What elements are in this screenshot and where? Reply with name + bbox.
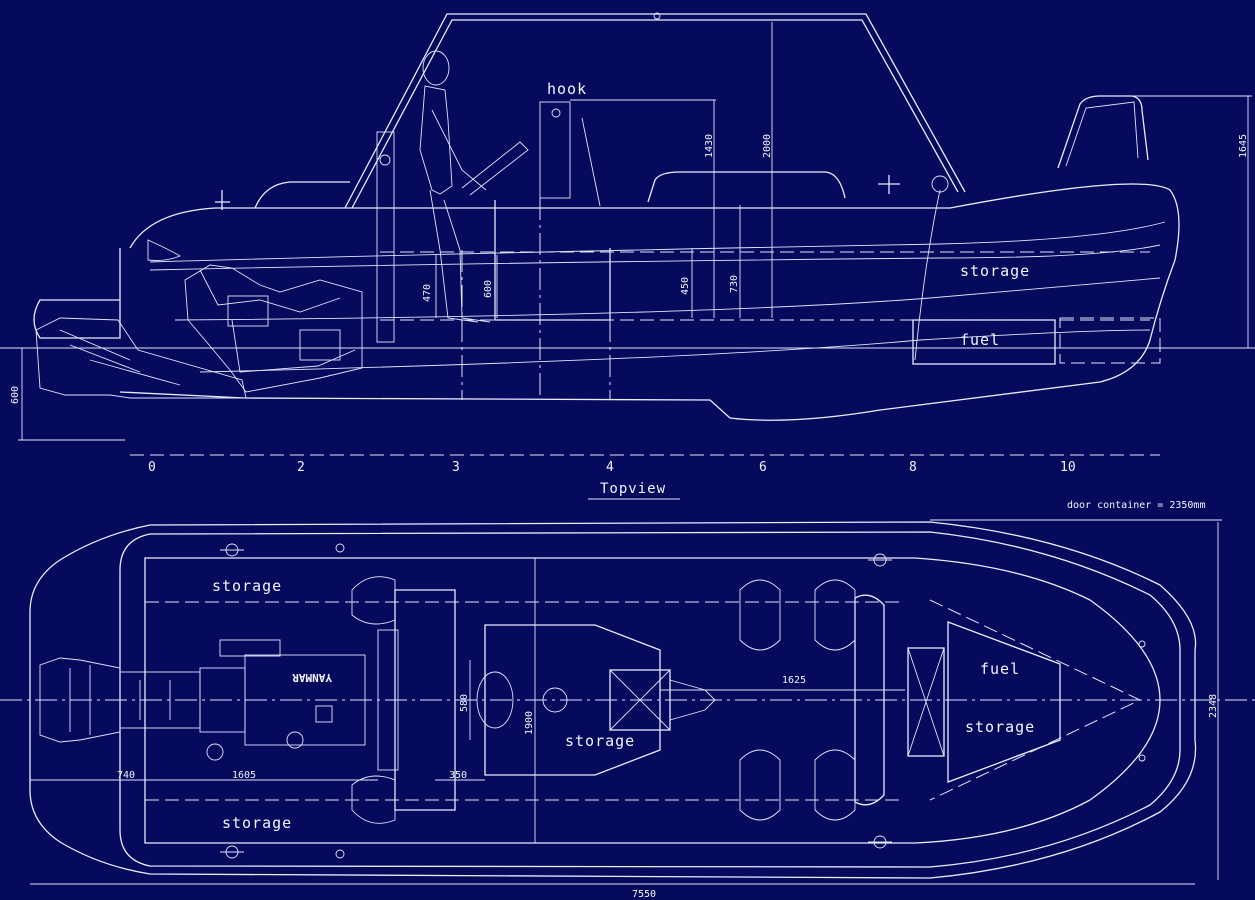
anchor-box bbox=[907, 647, 945, 757]
cushion-stern-top bbox=[351, 576, 396, 625]
fuel-tank-dashed bbox=[1059, 317, 1161, 364]
dim-470: 470 bbox=[422, 284, 433, 302]
cleat-stern bbox=[215, 190, 230, 210]
scale-tick-4: 4 bbox=[606, 460, 614, 475]
dim-7550: 7550 bbox=[632, 889, 656, 900]
fuel-label-side: fuel bbox=[960, 331, 1000, 349]
bow-locker bbox=[947, 621, 1061, 783]
cleats-top bbox=[220, 543, 1146, 859]
console bbox=[494, 200, 611, 321]
sheer-line bbox=[149, 221, 1166, 263]
side-view: hook storage fuel 1430 2000 1645 470 600… bbox=[0, 12, 1255, 475]
dim-1900: 1900 bbox=[524, 711, 535, 735]
hull-outline bbox=[119, 183, 1180, 421]
t-top-frame bbox=[344, 13, 966, 209]
console-hatch bbox=[609, 669, 671, 731]
bow-dashed bbox=[929, 599, 1142, 801]
seat-cushions bbox=[739, 579, 856, 821]
t-top-joint bbox=[653, 12, 661, 20]
outer-tube bbox=[29, 521, 1197, 879]
engine-brand: YANMAR bbox=[292, 671, 332, 684]
cleat-bow bbox=[878, 175, 900, 194]
stern-rail bbox=[254, 181, 350, 209]
scale-tick-0: 0 bbox=[148, 460, 156, 475]
hook-icon bbox=[551, 108, 561, 118]
storage-label-bow: storage bbox=[965, 718, 1035, 736]
dim-1625: 1625 bbox=[782, 675, 806, 686]
bulkhead-line bbox=[914, 189, 941, 361]
bow-fitting bbox=[931, 175, 949, 193]
dim-1605: 1605 bbox=[232, 770, 256, 781]
dim-600-left: 600 bbox=[10, 386, 21, 404]
dim-450: 450 bbox=[680, 277, 691, 295]
dim-580: 580 bbox=[459, 694, 470, 712]
windscreen bbox=[581, 117, 601, 207]
dim-740: 740 bbox=[117, 770, 135, 781]
scale-tick-8: 8 bbox=[909, 460, 917, 475]
scale-tick-6: 6 bbox=[759, 460, 767, 475]
chine-line bbox=[174, 277, 1161, 321]
console-top bbox=[484, 624, 661, 776]
outboard-engine bbox=[35, 264, 363, 399]
tube-end bbox=[147, 239, 182, 261]
dim-1645: 1645 bbox=[1238, 134, 1249, 158]
stern-tube bbox=[33, 248, 121, 339]
dim-730: 730 bbox=[729, 275, 740, 293]
console-nose bbox=[669, 679, 716, 721]
topview-title: Topview bbox=[600, 481, 666, 497]
scale-tick-3: 3 bbox=[452, 460, 460, 475]
hook-label: hook bbox=[547, 80, 587, 98]
seat-back bbox=[647, 171, 846, 203]
seat-back-top bbox=[377, 629, 399, 771]
door-container-note: door container = 2350mm bbox=[1067, 500, 1205, 511]
leg-bolt bbox=[379, 154, 391, 166]
console-hatch-cross bbox=[609, 669, 671, 731]
sheer-line-2 bbox=[149, 244, 1161, 271]
scale-tick-2: 2 bbox=[297, 460, 305, 475]
steering-wheel-top bbox=[542, 687, 568, 713]
bow-rail-inner bbox=[1065, 101, 1139, 167]
top-view: Topview door container = 2350mm bbox=[0, 481, 1255, 900]
dim-600-inner: 600 bbox=[483, 280, 494, 298]
hook-post bbox=[539, 101, 571, 199]
dim-2000: 2000 bbox=[762, 134, 773, 158]
dim-350: 350 bbox=[449, 770, 467, 781]
engine-top bbox=[39, 639, 366, 761]
inner-tube bbox=[119, 531, 1181, 868]
scale-tick-10: 10 bbox=[1060, 460, 1076, 475]
bow-rail bbox=[1057, 95, 1149, 169]
fuel-label-top: fuel bbox=[980, 660, 1020, 678]
storage-label-side: storage bbox=[960, 262, 1030, 280]
anchor-cross bbox=[907, 647, 945, 757]
human-figure bbox=[419, 50, 491, 323]
t-top-frame-inner bbox=[351, 19, 959, 209]
storage-label-top: storage bbox=[212, 577, 282, 595]
storage-label-bottom: storage bbox=[222, 814, 292, 832]
steering-wheel bbox=[461, 141, 529, 196]
jockey-seat bbox=[476, 671, 514, 729]
dim-1430: 1430 bbox=[704, 134, 715, 158]
dim-2348: 2348 bbox=[1208, 694, 1219, 718]
storage-label-center: storage bbox=[565, 732, 635, 750]
helm-seat bbox=[394, 589, 456, 811]
keel-line bbox=[199, 329, 1151, 373]
bow-bench bbox=[854, 594, 885, 806]
t-top-leg bbox=[376, 131, 395, 343]
